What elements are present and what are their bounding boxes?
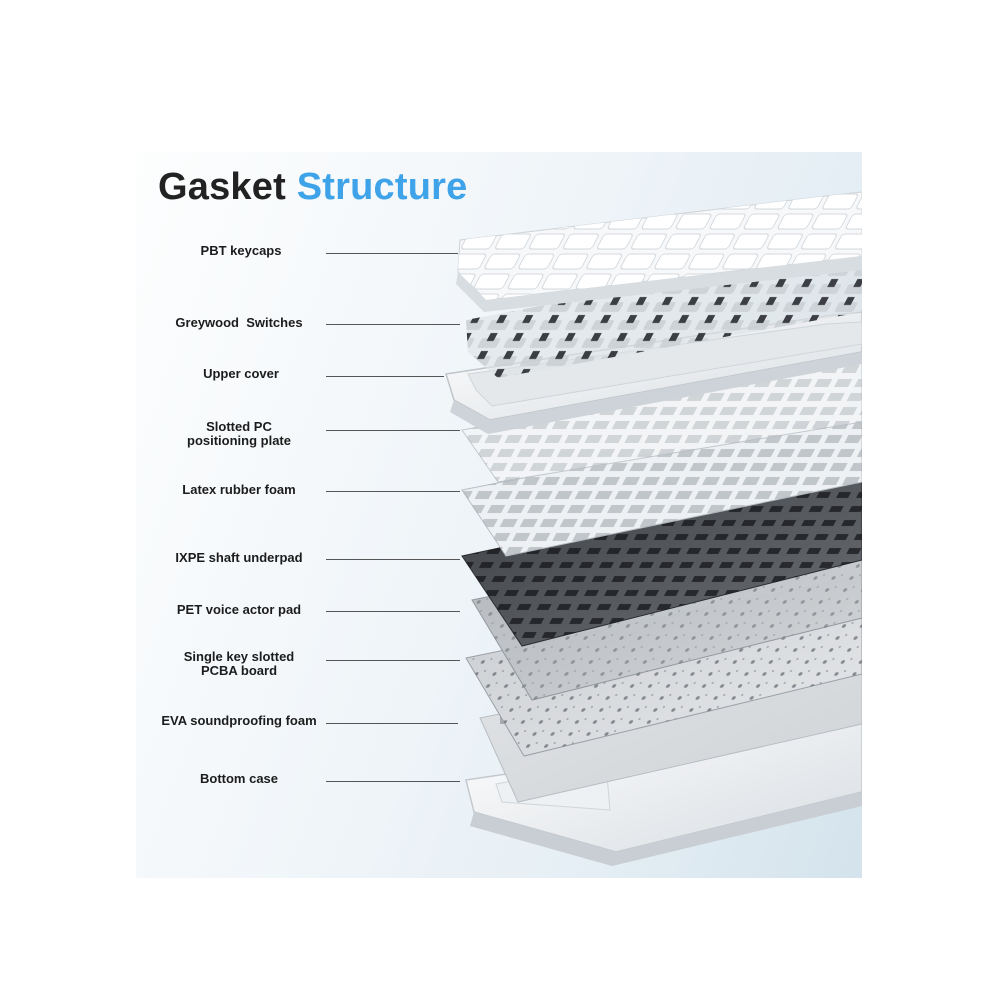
leader-line — [326, 660, 460, 661]
leader-line — [326, 781, 460, 782]
label-latex-rubber-foam: Latex rubber foam — [182, 482, 296, 497]
label-bottom-case: Bottom case — [199, 771, 279, 786]
label-pet-voice-actor-pad: PET voice actor pad — [176, 602, 302, 617]
diagram-panel: Gasket Structure PBT keycaps Greywood Sw… — [136, 152, 862, 878]
label-slotted-pc-positioning-plate: Slotted PC positioning plate — [187, 419, 291, 448]
leader-line — [326, 253, 458, 254]
leader-line — [326, 723, 458, 724]
label-eva-soundproofing-foam: EVA soundproofing foam — [161, 713, 317, 728]
label-greywood-switches: Greywood Switches — [175, 315, 303, 330]
leader-line — [326, 559, 460, 560]
leader-line — [326, 491, 460, 492]
page-title: Gasket Structure — [158, 166, 467, 209]
leader-line — [326, 376, 444, 377]
label-pbt-keycaps: PBT keycaps — [200, 243, 282, 258]
leader-line — [326, 324, 460, 325]
title-word-structure: Structure — [296, 166, 468, 208]
title-word-gasket: Gasket — [158, 166, 286, 208]
label-upper-cover: Upper cover — [203, 366, 279, 381]
leader-line — [326, 430, 460, 431]
label-ixpe-shaft-underpad: IXPE shaft underpad — [175, 550, 303, 565]
exploded-keyboard-illustration — [445, 191, 862, 866]
leader-line — [326, 611, 460, 612]
label-single-key-slotted-pcba-board: Single key slotted PCBA board — [183, 649, 295, 678]
